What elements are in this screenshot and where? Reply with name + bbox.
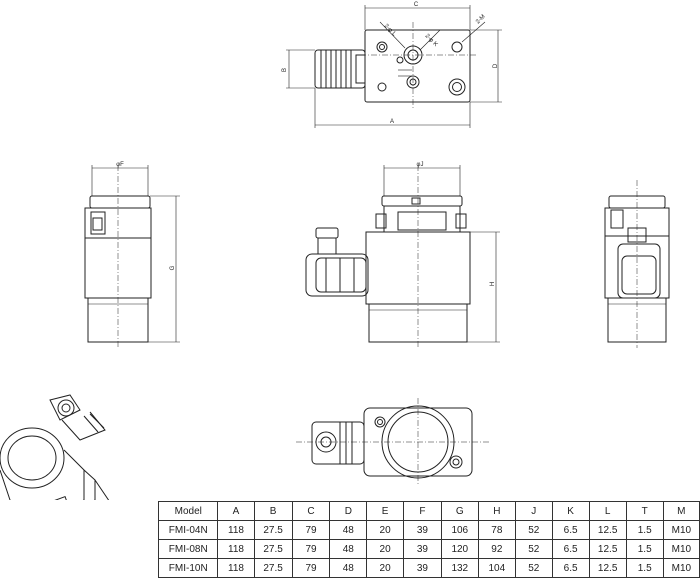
- front-view: [305, 165, 500, 348]
- top-view: [286, 5, 502, 128]
- bottom-view: [296, 398, 490, 486]
- left-side-view: [84, 165, 180, 348]
- cell-t: 1.5: [625, 539, 664, 559]
- cell-d: 48: [329, 520, 368, 540]
- cell-g: 106: [440, 520, 479, 540]
- cell-a: 118: [217, 558, 255, 578]
- right-view-solenoid: [604, 235, 670, 299]
- cell-model: FMI-10N: [157, 558, 219, 578]
- right-side-view: [604, 180, 670, 348]
- cell-g: 132: [440, 558, 479, 578]
- cell-t: 1.5: [625, 558, 664, 578]
- top-view-connector: [314, 49, 366, 89]
- cell-a: 118: [217, 539, 255, 559]
- dim-label-a: A: [390, 119, 394, 125]
- cell-k: 6.5: [551, 539, 590, 559]
- isometric-view: [0, 394, 110, 500]
- dim-label-phi-f: φF: [116, 162, 124, 168]
- left-view-labels: φF G: [116, 162, 176, 270]
- front-view-connector: [305, 253, 369, 297]
- cell-e: 20: [366, 539, 405, 559]
- technical-drawing: C A B D 2-M 2-φ K 2-φ L φF G: [0, 2, 670, 500]
- iso-solenoid-top: [0, 427, 65, 489]
- cell-h: 78: [477, 520, 516, 540]
- cell-b: 27.5: [253, 539, 293, 559]
- col-header-g: G: [440, 501, 479, 521]
- col-header-h: H: [477, 501, 516, 521]
- col-header-m: M: [662, 501, 700, 521]
- col-header-e: E: [366, 501, 405, 521]
- front-view-labels: φJ H: [417, 162, 496, 286]
- cell-m: M10: [662, 558, 700, 578]
- dim-label-c: C: [414, 2, 419, 8]
- bottom-view-connector: [311, 421, 365, 465]
- cell-t: 1.5: [625, 520, 664, 540]
- table-row: FMI-04N 118 27.5 79 48 20 39 106 78 52 6…: [157, 520, 700, 540]
- cell-j: 52: [514, 539, 553, 559]
- cell-d: 48: [329, 558, 368, 578]
- right-view-connector: [617, 243, 661, 299]
- dim-label-g: G: [170, 265, 176, 270]
- cell-f: 39: [403, 558, 442, 578]
- cell-b: 27.5: [253, 520, 293, 540]
- mount-hole: [376, 41, 388, 53]
- col-header-j: J: [514, 501, 553, 521]
- col-header-k: K: [551, 501, 590, 521]
- dim-label-phi-j: φJ: [417, 162, 424, 168]
- cell-c: 79: [291, 520, 331, 540]
- dim-label-b: B: [282, 68, 288, 72]
- dim-label-h: H: [490, 282, 496, 286]
- cell-m: M10: [662, 539, 700, 559]
- dim-label-2-phi-k: 2-φ K: [424, 33, 439, 48]
- cell-d: 48: [329, 539, 368, 559]
- cell-e: 20: [366, 520, 405, 540]
- cell-h: 104: [477, 558, 516, 578]
- col-header-c: C: [291, 501, 331, 521]
- cell-m: M10: [662, 520, 700, 540]
- cell-b: 27.5: [253, 558, 293, 578]
- cell-k: 6.5: [551, 558, 590, 578]
- cell-j: 52: [514, 520, 553, 540]
- cell-j: 52: [514, 558, 553, 578]
- cell-model: FMI-08N: [157, 539, 219, 559]
- cell-model: FMI-04N: [157, 520, 219, 540]
- table-row: FMI-08N 118 27.5 79 48 20 39 120 92 52 6…: [157, 539, 700, 559]
- col-header-a: A: [217, 501, 255, 521]
- cell-c: 79: [291, 539, 331, 559]
- cell-a: 118: [217, 520, 255, 540]
- dim-label-2-m: 2-M: [475, 14, 487, 26]
- table-header-row: Model A B C D E F G H J K L T M: [157, 501, 700, 521]
- cell-c: 79: [291, 558, 331, 578]
- col-header-b: B: [253, 501, 293, 521]
- cell-f: 39: [403, 520, 442, 540]
- dim-label-d: D: [493, 63, 499, 68]
- cell-f: 39: [403, 539, 442, 559]
- col-header-d: D: [329, 501, 368, 521]
- cell-l: 12.5: [588, 539, 627, 559]
- col-header-model: Model: [157, 501, 219, 521]
- cell-g: 120: [440, 539, 479, 559]
- cell-k: 6.5: [551, 520, 590, 540]
- col-header-l: L: [588, 501, 627, 521]
- dim-label-2-phi-l: 2-φ L: [383, 23, 398, 38]
- table-row: FMI-10N 118 27.5 79 48 20 39 132 104 52 …: [157, 558, 700, 578]
- spec-table: Model A B C D E F G H J K L T M FMI-04N …: [157, 501, 700, 578]
- cell-l: 12.5: [588, 558, 627, 578]
- cell-h: 92: [477, 539, 516, 559]
- col-header-t: T: [625, 501, 664, 521]
- col-header-f: F: [403, 501, 442, 521]
- cell-e: 20: [366, 558, 405, 578]
- cell-l: 12.5: [588, 520, 627, 540]
